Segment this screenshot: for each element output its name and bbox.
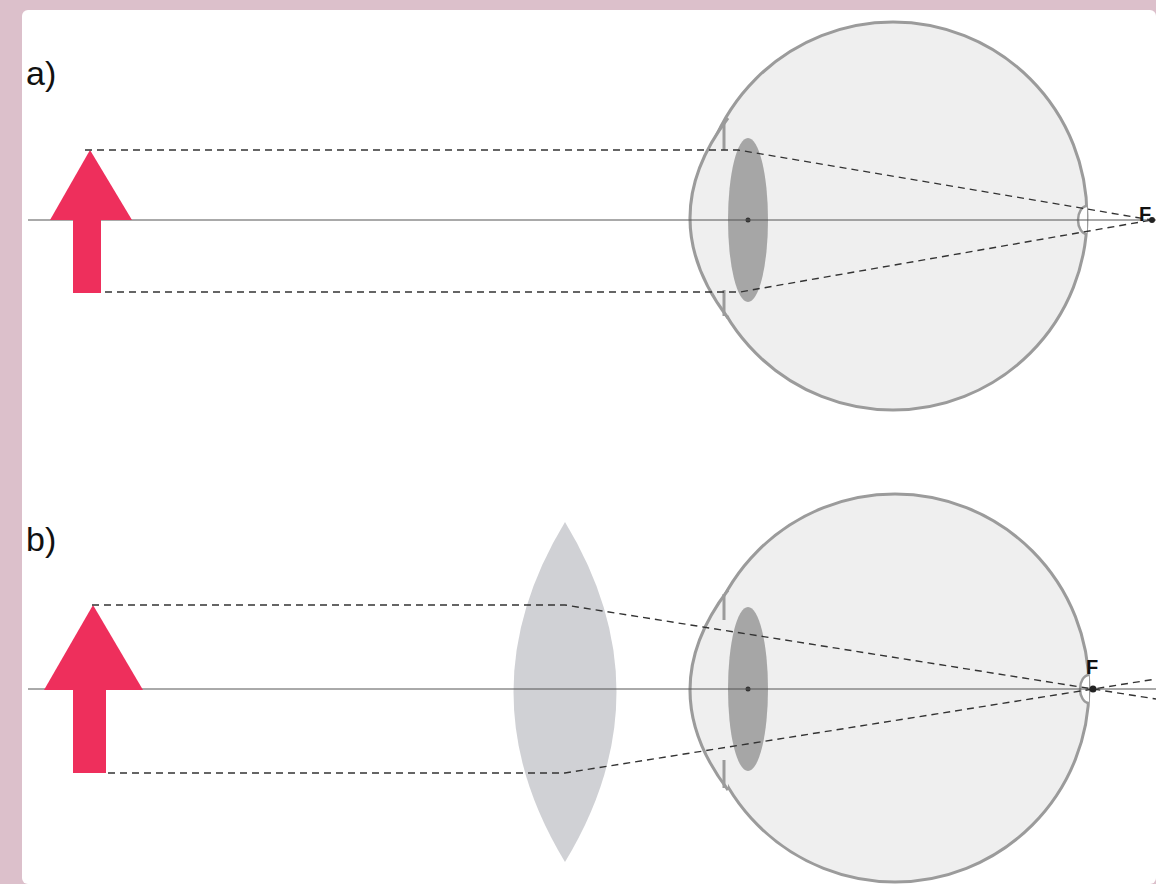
hyperopic-eye [690,22,1087,410]
focal-point-label: F [1086,657,1098,677]
corrected-eye [690,494,1089,882]
light-rays [92,605,1156,773]
convex-lens [514,522,617,862]
object-arrow [44,605,143,773]
object-arrow [50,150,132,293]
light-rays [85,150,1152,292]
focal-point [1090,686,1097,693]
panel-ground [22,10,1156,884]
panel-label: a) [26,56,56,90]
focal-point-label: F [1139,204,1151,224]
panel-label: b) [26,522,56,556]
